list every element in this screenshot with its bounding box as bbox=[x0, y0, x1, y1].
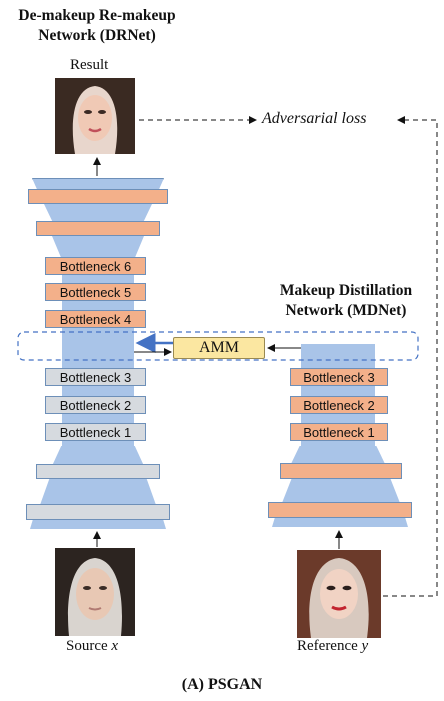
drnet-bottleneck-3: Bottleneck 3 bbox=[45, 368, 146, 386]
figure-caption: (A) PSGAN bbox=[181, 676, 263, 693]
source-label: Source x bbox=[66, 638, 118, 655]
reference-label-text: Reference bbox=[297, 638, 362, 654]
source-image bbox=[55, 548, 135, 636]
drnet-encoder-neck bbox=[52, 446, 144, 466]
mdnet-title-line1: Makeup Distillation bbox=[279, 282, 413, 299]
drnet-title-line1: De-makeup Re-makeup bbox=[18, 7, 176, 24]
source-label-var: x bbox=[111, 638, 119, 654]
mdnet-encoder-trapezoid bbox=[282, 479, 400, 503]
amm-module: AMM bbox=[173, 337, 265, 359]
drnet-bottleneck-4: Bottleneck 4 bbox=[45, 310, 146, 328]
drnet-title-line2: Network (DRNet) bbox=[38, 27, 156, 44]
reference-label: Reference y bbox=[297, 638, 368, 655]
source-label-text: Source bbox=[66, 638, 112, 654]
adversarial-loss-label: Adversarial loss bbox=[262, 110, 367, 127]
mdnet-title-line2: Network (MDNet) bbox=[285, 302, 407, 319]
mdnet-bottleneck-1: Bottleneck 1 bbox=[290, 423, 388, 441]
drnet-bottleneck-2: Bottleneck 2 bbox=[45, 396, 146, 414]
drnet-decoder-trapezoid bbox=[44, 204, 152, 222]
reference-label-var: y bbox=[361, 638, 369, 654]
mdnet-title: Makeup Distillation Network (MDNet) bbox=[248, 281, 444, 321]
drnet-bottleneck-5: Bottleneck 5 bbox=[45, 283, 146, 301]
mdnet-encoder-bar-1 bbox=[280, 463, 402, 479]
mdnet-encoder-neck bbox=[290, 446, 386, 466]
mdnet-encoder-bar-2 bbox=[268, 502, 412, 518]
result-image bbox=[55, 78, 135, 154]
mdnet-encoder-bottom bbox=[272, 518, 408, 527]
drnet-encoder-bottom bbox=[30, 520, 166, 529]
drnet-bottleneck-1: Bottleneck 1 bbox=[45, 423, 146, 441]
drnet-decoder-bar-1 bbox=[28, 189, 168, 204]
result-label: Result bbox=[70, 57, 109, 73]
mdnet-bottleneck-2: Bottleneck 2 bbox=[290, 396, 388, 414]
drnet-decoder-bar-2 bbox=[36, 221, 160, 236]
drnet-encoder-bar-2 bbox=[26, 504, 170, 520]
drnet-bottleneck-6: Bottleneck 6 bbox=[45, 257, 146, 275]
drnet-title: De-makeup Re-makeup Network (DRNet) bbox=[0, 6, 194, 46]
reference-image bbox=[297, 550, 381, 638]
drnet-encoder-trapezoid bbox=[40, 479, 156, 505]
drnet-decoder-neck bbox=[52, 236, 144, 258]
mdnet-bottleneck-3: Bottleneck 3 bbox=[290, 368, 388, 386]
drnet-encoder-bar-1 bbox=[36, 464, 160, 479]
